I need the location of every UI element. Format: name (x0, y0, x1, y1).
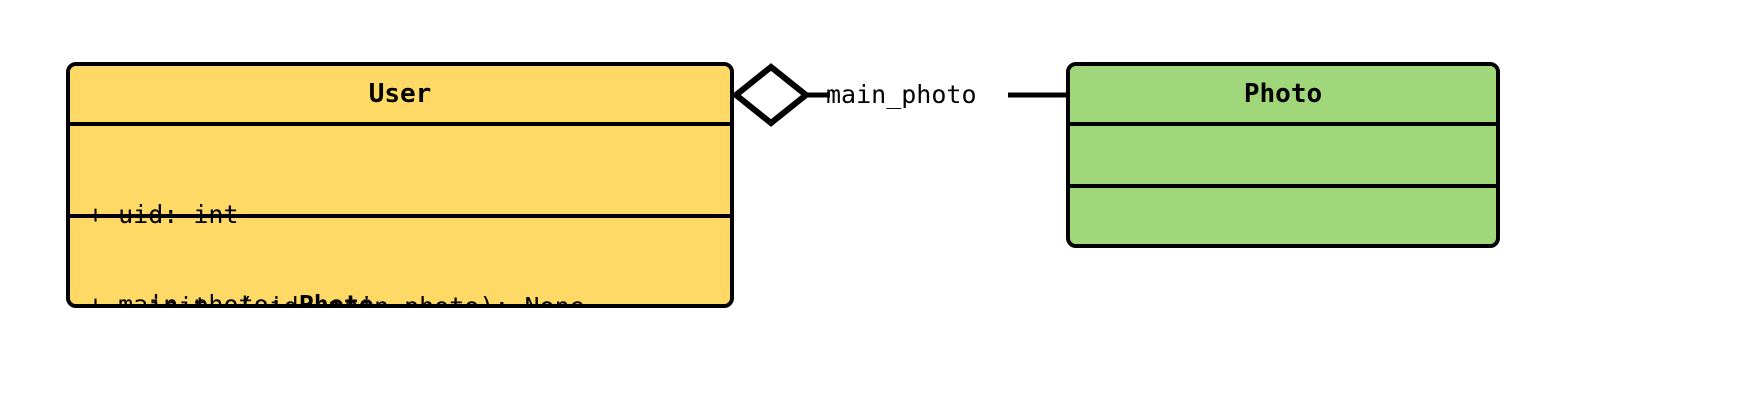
uml-method-init: + __init__(uid, main_photo): None (88, 292, 585, 308)
association-label-main-photo: main_photo (826, 80, 977, 109)
uml-class-photo[interactable]: Photo (1066, 62, 1500, 248)
uml-class-photo-divider-1 (1070, 122, 1496, 126)
uml-class-photo-methods (1070, 188, 1496, 244)
uml-class-user-title: User (70, 66, 730, 122)
uml-class-user-divider-1 (70, 122, 730, 126)
uml-class-photo-divider-2 (1070, 184, 1496, 188)
aggregation-diamond-icon (731, 63, 811, 127)
uml-class-user-methods: + __init__(uid, main_photo): None (70, 218, 730, 308)
uml-attribute-main-photo-prefix: + main_photo: (88, 290, 299, 308)
uml-class-user[interactable]: User + uid: int + main_photo: Photo + __… (66, 62, 734, 308)
uml-attribute-main-photo: + main_photo: Photo (88, 290, 730, 308)
uml-class-photo-attributes (1070, 126, 1496, 184)
uml-class-user-divider-2 (70, 214, 730, 218)
uml-class-photo-title: Photo (1070, 66, 1496, 122)
uml-class-user-attributes: + uid: int + main_photo: Photo (70, 126, 730, 304)
uml-attribute-uid: + uid: int (88, 200, 239, 229)
uml-attribute-main-photo-type: Photo (298, 290, 374, 308)
